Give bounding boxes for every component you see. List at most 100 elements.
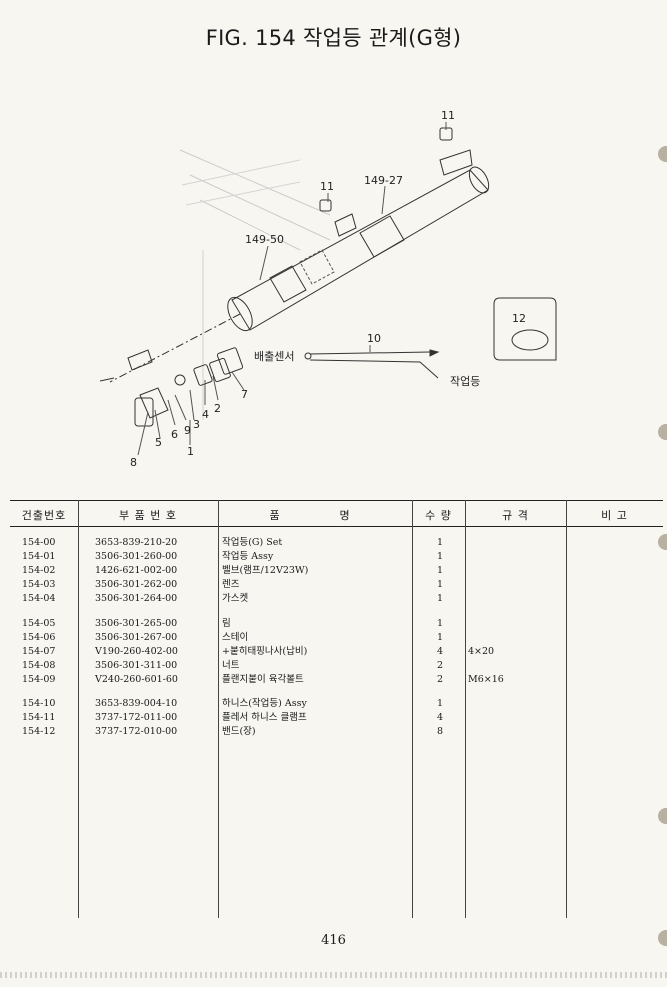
cell-part-number: V190-260-402-00 bbox=[95, 646, 178, 657]
cell-name: 너트 bbox=[222, 660, 240, 671]
table-row: 154-04 3506-301-264-00 가스켓 1 bbox=[10, 592, 663, 606]
header-name-1: 품 bbox=[269, 509, 281, 522]
callout-4: 4 bbox=[202, 408, 209, 421]
table-row: 154-11 3737-172-011-00 플레서 하니스 클램프 4 bbox=[10, 711, 663, 725]
cell-qty: 8 bbox=[436, 726, 444, 737]
callout-5: 5 bbox=[155, 436, 162, 449]
binding-edge bbox=[0, 972, 667, 978]
cell-qty: 1 bbox=[436, 632, 444, 643]
callout-7: 7 bbox=[241, 388, 248, 401]
callout-3: 3 bbox=[193, 418, 200, 431]
header-spec: 규 격 bbox=[502, 509, 529, 522]
table-row: 154-02 1426-621-002-00 벨브(램프/12V23W) 1 bbox=[10, 564, 663, 578]
cell-name: 하니스(작업등) Assy bbox=[222, 698, 307, 709]
cell-code: 154-07 bbox=[22, 646, 56, 657]
punch-hole bbox=[658, 146, 667, 162]
table-row: 154-05 3506-301-265-00 림 1 bbox=[10, 617, 663, 631]
cell-qty: 1 bbox=[436, 537, 444, 548]
callout-149-50: 149-50 bbox=[245, 233, 284, 246]
cell-code: 154-09 bbox=[22, 674, 56, 685]
callout-12: 12 bbox=[512, 312, 526, 325]
cell-qty: 1 bbox=[436, 579, 444, 590]
cell-part-number: 3737-172-011-00 bbox=[95, 712, 178, 723]
label-work-lamp: 작업등 bbox=[450, 375, 480, 388]
table-row: 154-07 V190-260-402-00 +붙히태핑나사(납비) 4 4×20 bbox=[10, 645, 663, 659]
cell-part-number: 3653-839-210-20 bbox=[95, 537, 178, 548]
cell-code: 154-00 bbox=[22, 537, 56, 548]
table-row: 154-08 3506-301-311-00 너트 2 bbox=[10, 659, 663, 673]
punch-hole bbox=[658, 808, 667, 824]
cell-name: 림 bbox=[222, 618, 231, 629]
cell-spec: 4×20 bbox=[468, 646, 495, 657]
cell-code: 154-10 bbox=[22, 698, 56, 709]
label-discharge-sensor: 배출센서 bbox=[254, 350, 294, 363]
cell-code: 154-05 bbox=[22, 618, 56, 629]
punch-hole bbox=[658, 534, 667, 550]
header-qty: 수 량 bbox=[425, 509, 452, 522]
cell-qty: 1 bbox=[436, 565, 444, 576]
callout-6: 6 bbox=[171, 428, 178, 441]
cell-part-number: 3506-301-267-00 bbox=[95, 632, 178, 643]
page-number: 416 bbox=[321, 933, 346, 948]
cell-part-number: 3506-301-260-00 bbox=[95, 551, 178, 562]
table-row: 154-10 3653-839-004-10 하니스(작업등) Assy 1 bbox=[10, 697, 663, 711]
header-note: 비 고 bbox=[601, 509, 628, 522]
cell-name: 가스켓 bbox=[222, 593, 249, 604]
callout-9: 9 bbox=[184, 424, 191, 437]
cell-qty: 1 bbox=[436, 593, 444, 604]
table-row: 154-01 3506-301-260-00 작업등 Assy 1 bbox=[10, 550, 663, 564]
callout-11-top: 11 bbox=[441, 109, 455, 122]
cell-code: 154-12 bbox=[22, 726, 56, 737]
cell-qty: 1 bbox=[436, 618, 444, 629]
cell-name: 스테이 bbox=[222, 632, 249, 643]
cell-qty: 4 bbox=[436, 646, 444, 657]
punch-hole bbox=[658, 930, 667, 946]
callout-1: 1 bbox=[187, 445, 194, 458]
table-row: 154-09 V240-260-601-60 플랜지붙이 육각볼트 2 M6×16 bbox=[10, 673, 663, 687]
callout-10: 10 bbox=[367, 332, 381, 345]
cell-name: 작업등 Assy bbox=[222, 551, 274, 562]
header-name-2: 명 bbox=[339, 509, 351, 522]
callout-11-left: 11 bbox=[320, 180, 334, 193]
callout-2: 2 bbox=[214, 402, 221, 415]
parts-diagram: 11 11 149-27 149-50 10 12 배출센서 작업등 8 5 6… bbox=[99, 109, 557, 469]
cell-code: 154-04 bbox=[22, 593, 56, 604]
cell-code: 154-03 bbox=[22, 579, 56, 590]
cell-part-number: V240-260-601-60 bbox=[95, 674, 178, 685]
callout-149-27: 149-27 bbox=[364, 174, 403, 187]
cell-code: 154-11 bbox=[22, 712, 56, 723]
cell-code: 154-02 bbox=[22, 565, 56, 576]
cell-part-number: 3737-172-010-00 bbox=[95, 726, 178, 737]
parts-table: 건출번호 부 품 번 호 품 명 수 량 규 격 비 고 154-00 3653-… bbox=[10, 500, 663, 918]
cell-qty: 1 bbox=[436, 551, 444, 562]
cell-code: 154-01 bbox=[22, 551, 56, 562]
header-code: 건출번호 bbox=[21, 509, 67, 522]
cell-name: 벨브(램프/12V23W) bbox=[222, 565, 309, 576]
cell-qty: 1 bbox=[436, 698, 444, 709]
punch-hole bbox=[658, 424, 667, 440]
callout-8: 8 bbox=[130, 456, 137, 469]
cell-name: 렌즈 bbox=[222, 579, 240, 590]
header-part-number: 부 품 번 호 bbox=[119, 509, 177, 522]
cell-qty: 2 bbox=[436, 660, 444, 671]
cell-name: +붙히태핑나사(납비) bbox=[222, 646, 308, 657]
table-row: 154-12 3737-172-010-00 밴드(장) 8 bbox=[10, 725, 663, 739]
table-row: 154-00 3653-839-210-20 작업등(G) Set 1 bbox=[10, 536, 663, 550]
cell-name: 밴드(장) bbox=[222, 726, 256, 737]
cell-name: 플랜지붙이 육각볼트 bbox=[222, 674, 304, 685]
cell-part-number: 1426-621-002-00 bbox=[95, 565, 178, 576]
table-row: 154-06 3506-301-267-00 스테이 1 bbox=[10, 631, 663, 645]
cell-part-number: 3506-301-265-00 bbox=[95, 618, 178, 629]
cell-spec: M6×16 bbox=[468, 674, 504, 685]
cell-name: 플레서 하니스 클램프 bbox=[222, 712, 307, 723]
cell-qty: 2 bbox=[436, 674, 444, 685]
cell-part-number: 3506-301-264-00 bbox=[95, 593, 178, 604]
cell-code: 154-08 bbox=[22, 660, 56, 671]
cell-part-number: 3506-301-311-00 bbox=[95, 660, 178, 671]
cell-code: 154-06 bbox=[22, 632, 56, 643]
cell-qty: 4 bbox=[436, 712, 444, 723]
cell-part-number: 3653-839-004-10 bbox=[95, 698, 178, 709]
cell-name: 작업등(G) Set bbox=[222, 537, 283, 548]
figure-title: FIG. 154 작업등 관계(G형) bbox=[205, 26, 462, 50]
